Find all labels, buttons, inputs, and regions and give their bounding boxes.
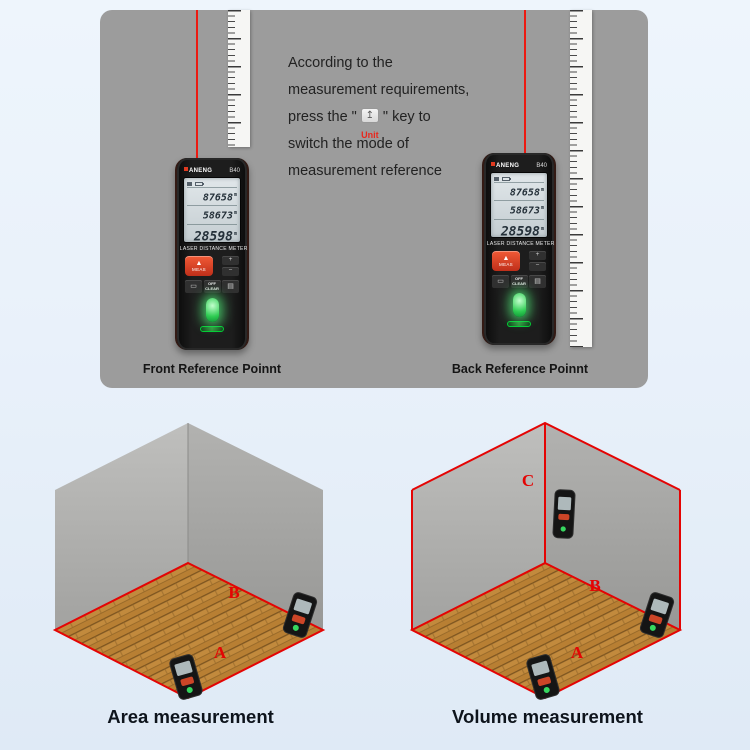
laser-meter-back: ANENG B40 87658m 58673m 28598m LASER DIS… [482, 153, 556, 345]
front-reference-label: Front Reference Poinnt [142, 362, 282, 376]
meas-icon: ▲ [195, 260, 203, 267]
device-brand-row: ANENG B40 [177, 158, 247, 176]
instruction-text: According to the measurement requirement… [288, 50, 508, 185]
bubble-level-icon [200, 326, 224, 332]
function-right-button: ▤ [222, 280, 239, 293]
meas-button: ▲ MEAS [492, 251, 520, 271]
instruction-line: press the " ↥ Unit " key to [288, 104, 508, 140]
mini-device-wall [552, 489, 576, 539]
mini-device-right [639, 592, 675, 638]
right-wall [545, 423, 680, 630]
edge-label-b: B [228, 583, 239, 602]
plus-button: + [222, 256, 239, 265]
laser-meter-front: ANENG B40 87658m 58673m 28598m LASER DIS… [175, 158, 249, 350]
lcd-screen: 87658m 58673m 28598m [183, 177, 241, 246]
lcd-reading-2: 58673m [187, 205, 237, 223]
back-ruler-icon [570, 10, 592, 347]
battery-icon [502, 176, 511, 181]
edge-label-a: A [214, 643, 227, 662]
volume-measurement-illustration: C B A [409, 421, 683, 700]
lcd-reading-main: 28598m [187, 223, 237, 246]
area-measurement-illustration: B A [52, 423, 326, 700]
unit-key-icon: ↥ Unit [360, 108, 379, 140]
left-wall [412, 423, 545, 630]
lcd-reading-1: 87658m [187, 187, 237, 205]
mini-device-right [282, 592, 318, 638]
ruler-icon: ▤ [534, 278, 541, 285]
brand-logo: ANENG [491, 162, 519, 169]
function-right-button: ▤ [529, 275, 546, 288]
back-reference-label: Back Reference Poinnt [451, 362, 589, 376]
brand-mark-icon [184, 167, 188, 171]
area-icon: ▭ [190, 283, 197, 290]
lcd-reading-main: 28598m [494, 218, 544, 241]
meas-icon: ▲ [502, 255, 510, 262]
power-button [512, 293, 526, 317]
meter-type-label: LASER DISTANCE METER [179, 246, 248, 252]
brand-logo: ANENG [184, 167, 212, 174]
minus-button: − [529, 262, 546, 271]
instruction-line: measurement requirements, [288, 82, 470, 98]
right-wall [188, 423, 323, 630]
power-button [205, 298, 219, 322]
volume-caption: Volume measurement [452, 706, 643, 727]
laser-indicator-icon [187, 181, 192, 186]
unit-arrow-icon: ↥ [360, 108, 379, 123]
edge-label-b: B [589, 576, 600, 595]
mini-device-bottom [526, 654, 560, 700]
instruction-line-post: " key to [378, 109, 431, 125]
instruction-line: measurement reference [288, 163, 442, 179]
model-label: B40 [536, 162, 547, 169]
front-laser-line [196, 10, 198, 160]
lcd-screen: 87658m 58673m 28598m [490, 172, 548, 241]
device-brand-row: ANENG B40 [484, 153, 554, 171]
edge-label-a: A [571, 643, 584, 662]
plus-button: + [529, 251, 546, 260]
area-caption: Area measurement [107, 706, 274, 727]
meas-button: ▲ MEAS [185, 256, 213, 276]
bubble-level-icon [507, 321, 531, 327]
function-left-button: ▭ [185, 280, 202, 293]
instruction-line: switch the mode of [288, 136, 409, 152]
meter-type-label: LASER DISTANCE METER [486, 241, 555, 247]
unit-key-label: Unit [361, 130, 379, 140]
lcd-status-icons [187, 180, 237, 187]
battery-icon [195, 181, 204, 186]
minus-button: − [222, 267, 239, 276]
front-ruler-icon [228, 10, 250, 147]
function-left-button: ▭ [492, 275, 509, 288]
lcd-status-icons [494, 175, 544, 182]
edge-label-c: C [522, 471, 534, 490]
laser-indicator-icon [494, 176, 499, 181]
mini-device-bottom [169, 654, 203, 700]
instruction-panel: According to the measurement requirement… [100, 10, 648, 388]
lcd-reading-2: 58673m [494, 200, 544, 218]
instruction-line-pre: press the " [288, 109, 361, 125]
left-wall [55, 423, 188, 630]
ruler-icon: ▤ [227, 283, 234, 290]
lcd-reading-1: 87658m [494, 182, 544, 200]
model-label: B40 [229, 167, 240, 174]
brand-mark-icon [491, 162, 495, 166]
instruction-line: According to the [288, 55, 393, 71]
back-laser-line [524, 10, 526, 155]
area-icon: ▭ [497, 278, 504, 285]
